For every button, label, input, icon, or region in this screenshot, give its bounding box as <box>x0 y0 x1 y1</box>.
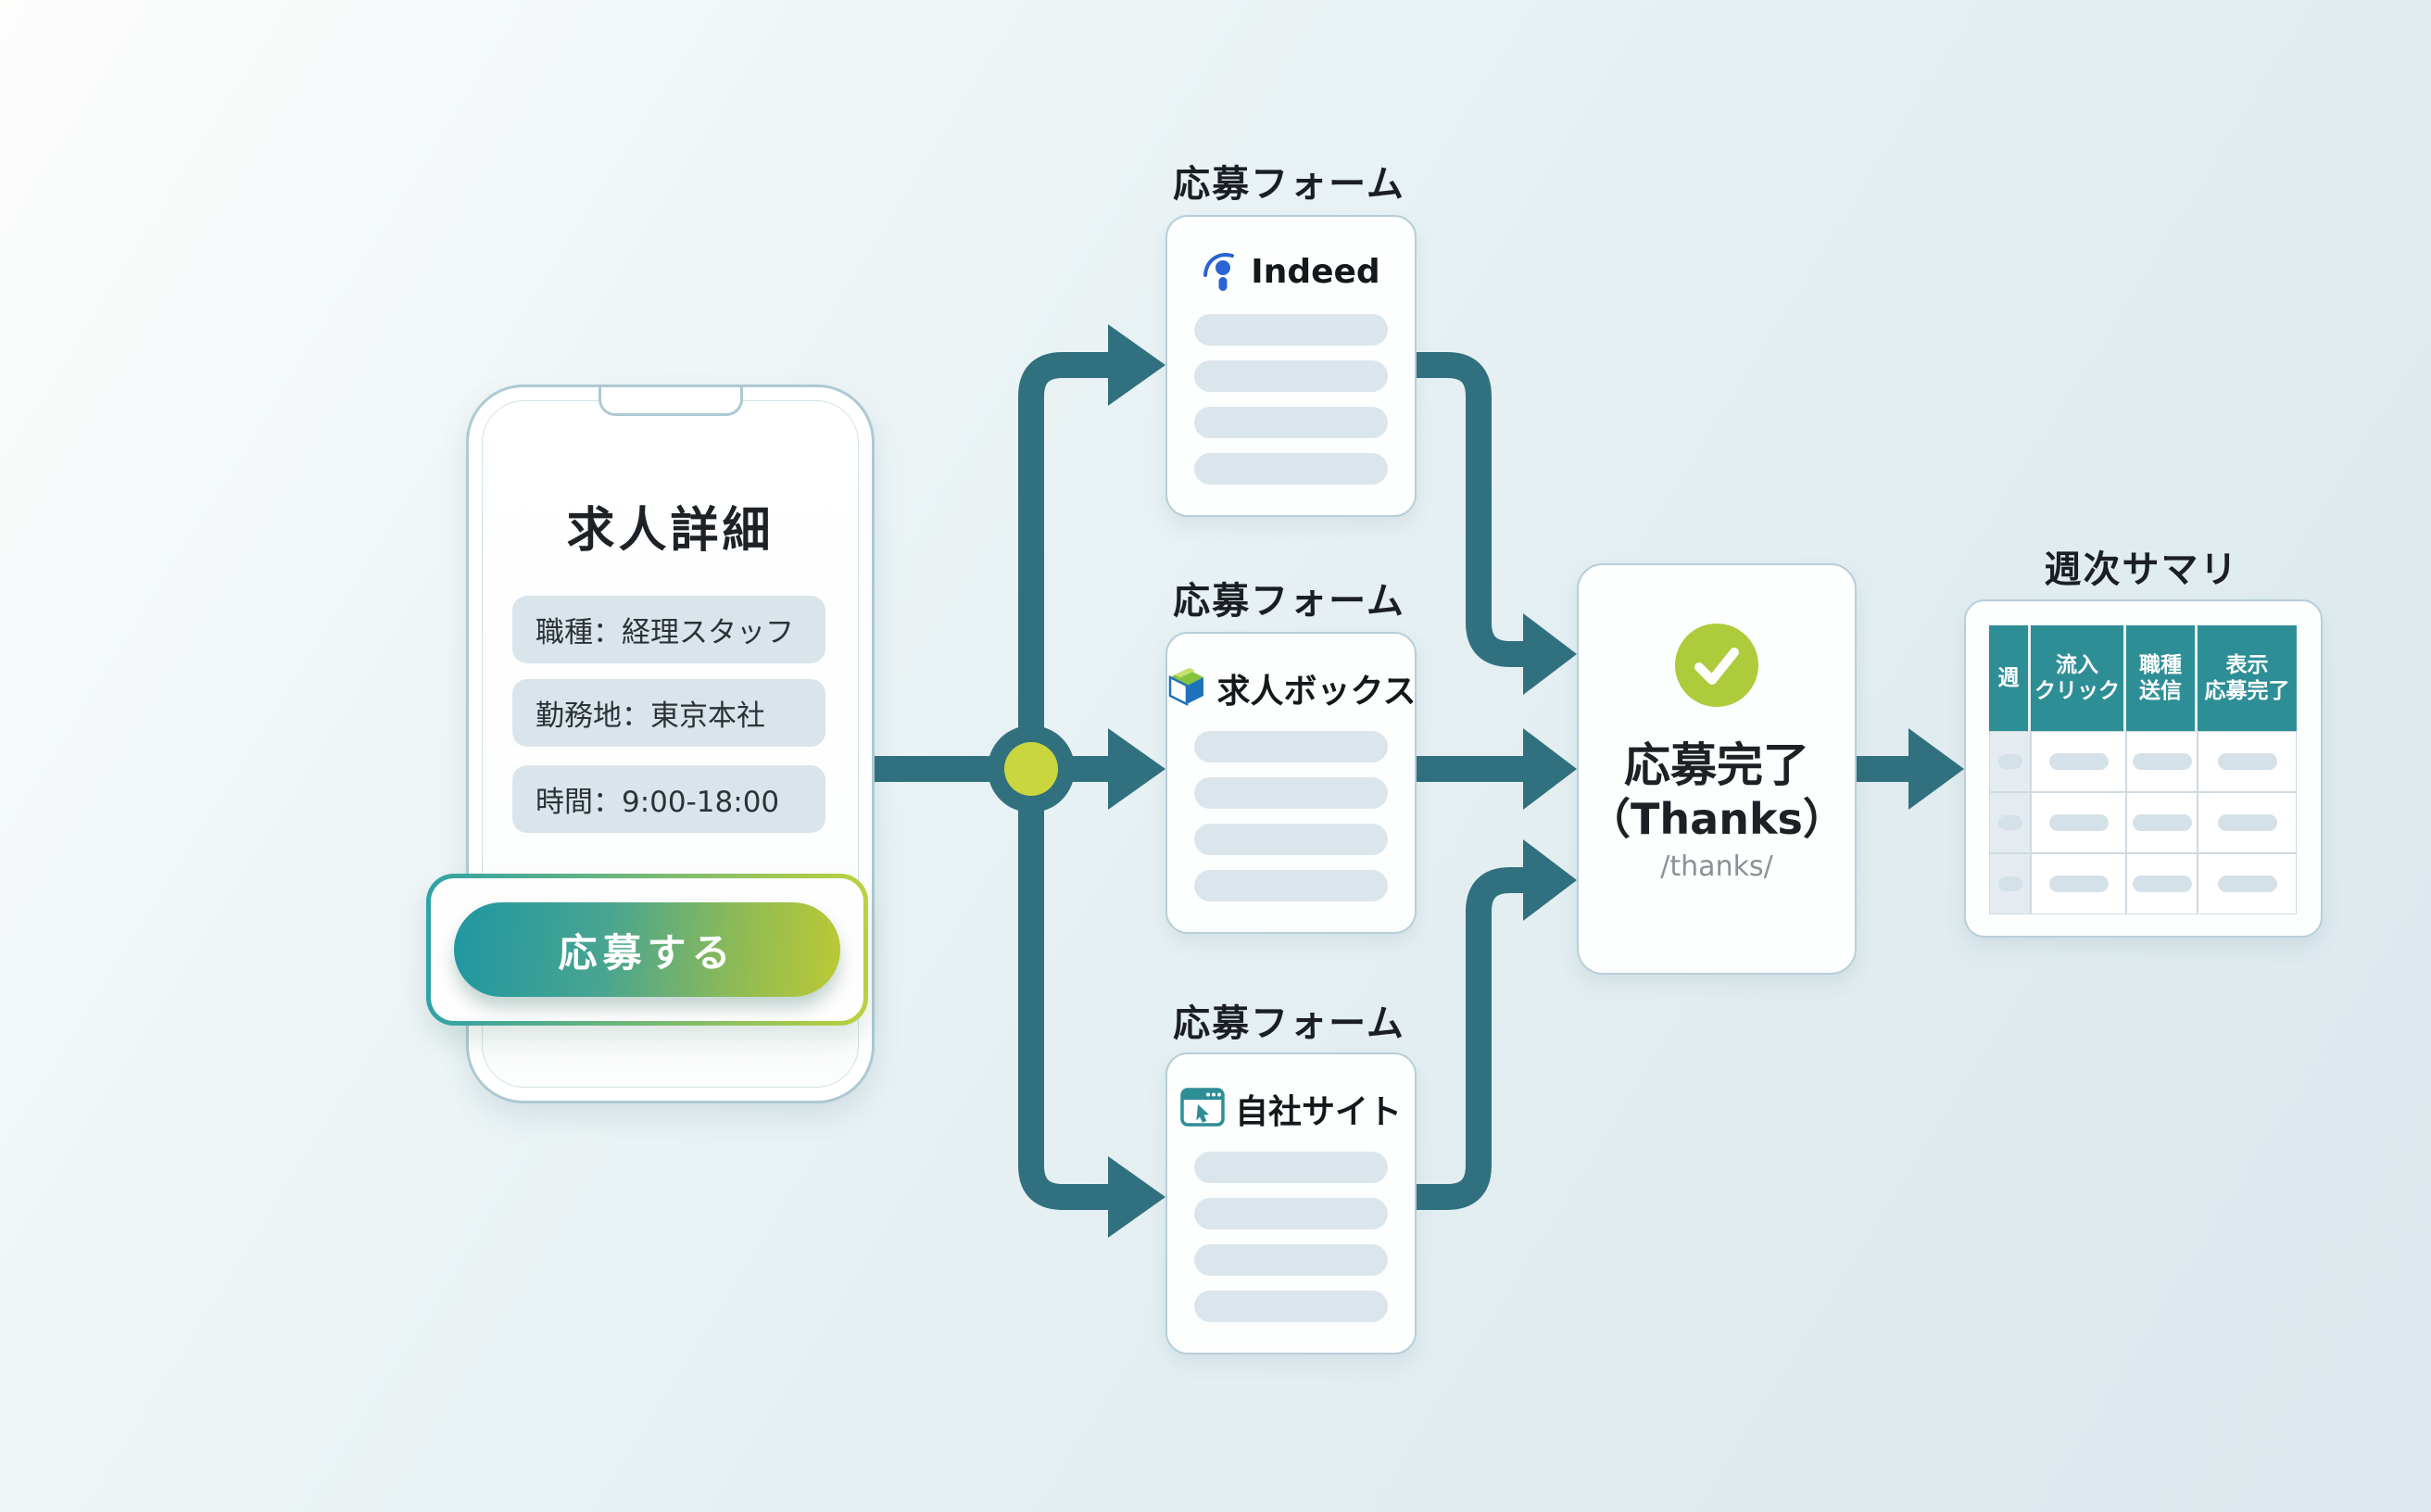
arrowhead-thanks-bottom <box>1523 839 1577 921</box>
form-name-kyujinbox: 求人ボックス <box>1216 673 1417 711</box>
form-placeholder-bar <box>1194 824 1388 855</box>
connector-junction-to-indeed <box>1018 352 1112 769</box>
summary-data-row <box>1989 792 2297 853</box>
thanks-title: 応募完了 <box>1624 738 1809 792</box>
check-icon <box>1674 623 1759 712</box>
form-placeholder-bar <box>1194 314 1388 346</box>
summary-header-row: 週 流入 クリック 職種 送信 表示 応募完了 <box>1989 625 2297 731</box>
thanks-card: 応募完了 （Thanks） /thanks/ <box>1577 563 1857 975</box>
arrowhead-kyujinbox <box>1108 728 1165 810</box>
form-label-jisha: 応募フォーム <box>1173 1002 1405 1045</box>
cell-placeholder <box>1997 876 2022 891</box>
summary-data-row <box>1989 731 2297 792</box>
form-card-jisha: 自社サイト <box>1165 1052 1417 1354</box>
arrowhead-indeed <box>1108 324 1165 406</box>
cell-placeholder <box>1997 754 2022 769</box>
form-placeholder-bar <box>1194 777 1388 809</box>
phone-notch <box>598 387 743 416</box>
cell-placeholder <box>2048 814 2109 831</box>
job-field-location: 勤務地：東京本社 <box>512 679 825 747</box>
apply-button[interactable]: 応募する <box>454 902 840 997</box>
arrowhead-thanks-top <box>1523 613 1577 695</box>
job-field-hours: 時間：9:00-18:00 <box>512 765 825 833</box>
form-placeholder-bar <box>1194 1291 1388 1322</box>
summary-col-submissions: 職種 送信 <box>2126 625 2198 731</box>
form-card-indeed: Indeed <box>1165 215 1417 517</box>
summary-title: 週次サマリ <box>2044 548 2239 591</box>
cell-placeholder <box>2132 753 2192 770</box>
cell-placeholder <box>2217 753 2277 770</box>
form-name-indeed: Indeed <box>1251 252 1380 291</box>
junction-dot <box>1004 742 1058 796</box>
apply-button-card-inner: 応募する <box>431 878 863 1021</box>
connector-junction-to-jisha <box>1018 769 1112 1210</box>
weekly-summary-table: 週 流入 クリック 職種 送信 表示 応募完了 <box>1989 625 2297 914</box>
junction-node <box>988 725 1075 813</box>
job-detail-title: 求人詳細 <box>566 503 775 559</box>
form-placeholder-bar <box>1194 1152 1388 1183</box>
form-card-kyujinbox: 求人ボックス <box>1165 632 1417 934</box>
cell-placeholder <box>2132 814 2192 831</box>
thanks-path: /thanks/ <box>1660 850 1773 883</box>
form-placeholder-bar <box>1194 407 1388 438</box>
form-label-indeed: 応募フォーム <box>1173 163 1405 206</box>
cell-placeholder <box>2132 876 2192 892</box>
connector-jisha-to-thanks <box>1413 867 1527 1210</box>
form-placeholder-bar <box>1194 453 1388 485</box>
browser-window-icon <box>1180 1088 1225 1130</box>
form-placeholder-bar <box>1194 870 1388 901</box>
form-placeholder-bar <box>1194 1244 1388 1276</box>
form-name-jisha: 自社サイト <box>1234 1093 1402 1131</box>
cell-placeholder <box>2217 876 2277 892</box>
cell-placeholder <box>2048 876 2109 892</box>
job-field-role: 職種：経理スタッフ <box>512 596 825 663</box>
summary-col-clicks: 流入 クリック <box>2031 625 2126 731</box>
form-placeholder-bar <box>1194 360 1388 392</box>
kyujinbox-cube-icon <box>1166 666 1207 711</box>
weekly-summary-card: 週 流入 クリック 職種 送信 表示 応募完了 <box>1964 599 2323 938</box>
summary-col-completions: 表示 応募完了 <box>2198 625 2297 731</box>
cell-placeholder <box>2217 814 2277 831</box>
thanks-subtitle: （Thanks） <box>1588 794 1845 844</box>
cell-placeholder <box>1997 815 2022 830</box>
indeed-logo-icon <box>1202 247 1241 296</box>
summary-col-week: 週 <box>1989 625 2031 731</box>
form-placeholder-bar <box>1194 1198 1388 1229</box>
form-label-kyujinbox: 応募フォーム <box>1173 580 1405 623</box>
arrowhead-thanks-mid <box>1523 728 1577 810</box>
summary-data-row <box>1989 853 2297 914</box>
arrowhead-jisha <box>1108 1156 1165 1238</box>
cell-placeholder <box>2048 753 2109 770</box>
form-placeholder-bar <box>1194 731 1388 762</box>
arrowhead-summary <box>1908 728 1964 810</box>
connector-indeed-to-thanks <box>1413 352 1527 667</box>
apply-button-card: 応募する <box>426 874 868 1026</box>
